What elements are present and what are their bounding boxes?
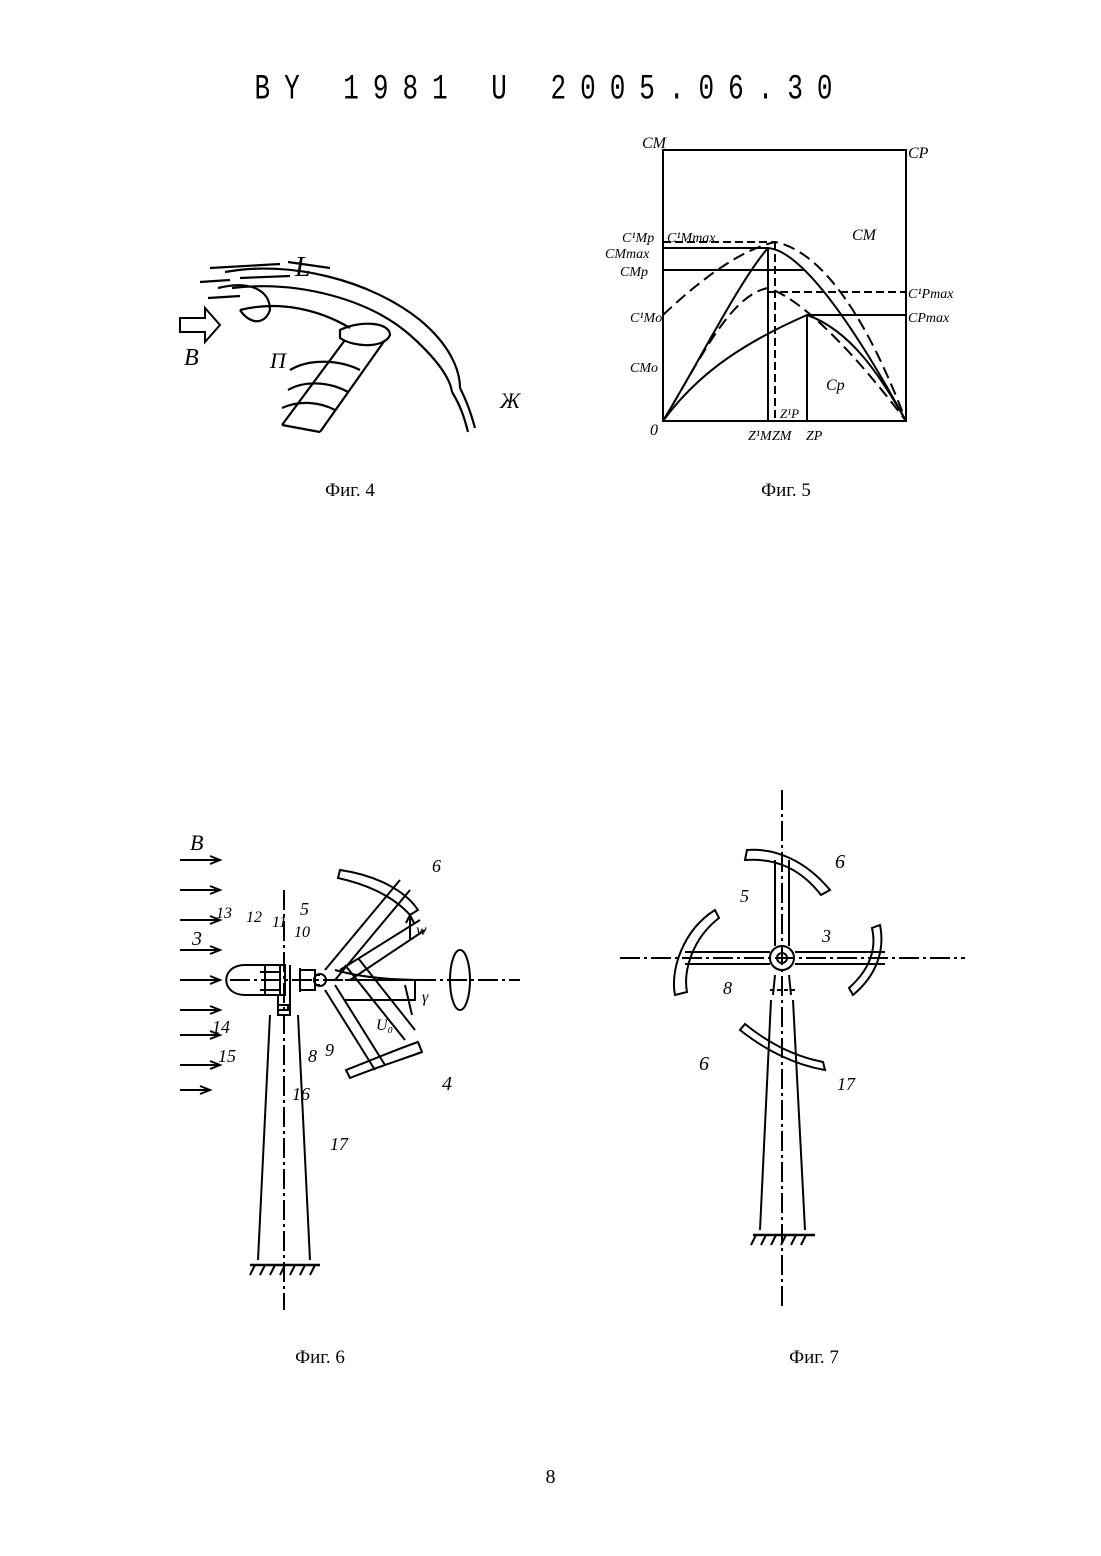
fig6-num-5: 5	[300, 899, 309, 919]
fig4-label-b: B	[184, 345, 199, 371]
fig6-label-w: w	[416, 922, 427, 939]
fig7-num-17: 17	[837, 1074, 856, 1094]
fig5-curve-label-cm: CM	[852, 227, 878, 244]
fig6-num-12: 12	[246, 909, 262, 926]
curve-cm-dashed	[663, 242, 906, 421]
fig5-label-cm1p: C¹Mp	[622, 231, 654, 246]
fig5-label-cmo: CMo	[630, 361, 658, 376]
fig6-num-15: 15	[218, 1046, 236, 1066]
figure-6-drawing: B w U₀ γ 3 4 5 6 8 9 10 11 12 13 14 15 1…	[160, 820, 540, 1320]
fig5-label-z1p: Z¹P	[780, 406, 799, 421]
figure-6-caption: Фиг. 6	[220, 1347, 420, 1369]
fig6-label-u: U₀	[376, 1017, 393, 1034]
page-number: 8	[0, 1466, 1101, 1489]
fig5-label-cmp: CMp	[620, 265, 648, 280]
fig4-label-p: П	[269, 348, 287, 373]
curve-cp-dashed	[663, 288, 906, 421]
figure-5-caption: Фиг. 5	[686, 480, 886, 502]
fig5-label-cpmax: CPmax	[908, 311, 950, 326]
fig6-num-3: 3	[191, 928, 202, 950]
fig4-label-l: L	[294, 252, 311, 283]
figure-7-drawing: 6 5 3 8 6 17	[615, 780, 975, 1320]
document-id-header: BY 1981 U 2005.06.30	[0, 69, 1101, 110]
fig5-axis-cp: CP	[908, 145, 929, 162]
fig6-num-14: 14	[212, 1017, 230, 1037]
fig5-label-z1m: Z¹M	[748, 429, 773, 444]
fig5-label-zp: ZP	[806, 429, 823, 444]
fig6-num-8: 8	[308, 1046, 317, 1066]
fig7-num-5: 5	[740, 886, 749, 906]
fig5-label-zm: ZM	[772, 429, 793, 444]
fig5-label-cm1max: C¹Mmax	[667, 231, 716, 246]
fig5-label-cm1o: C¹Mo	[630, 311, 662, 326]
fig6-num-13: 13	[216, 905, 232, 922]
fig7-num-3: 3	[821, 926, 831, 946]
fig5-label-cp1max: C¹Pmax	[908, 287, 954, 302]
curve-cm-solid	[663, 248, 906, 421]
figure-7-caption: Фиг. 7	[714, 1347, 914, 1369]
fig7-num-8: 8	[723, 978, 732, 998]
figure-5-chart: CM CP 0 C¹Mmax C¹Mp CMmax CMp C¹Mo CMo C…	[600, 130, 970, 460]
fig6-num-16: 16	[292, 1084, 310, 1104]
fig6-num-9: 9	[325, 1040, 334, 1060]
fig5-axis-cm: CM	[642, 135, 668, 152]
fig5-curve-label-cp: Cp	[826, 377, 845, 394]
fig6-label-gamma: γ	[422, 989, 429, 1006]
fig6-num-6: 6	[432, 856, 441, 876]
fig5-label-cmmax: CMmax	[605, 247, 650, 262]
fig7-num-6b: 6	[699, 1053, 709, 1075]
fig4-label-zh: Ж	[499, 388, 521, 413]
fig7-num-6a: 6	[835, 851, 845, 873]
fig6-num-4: 4	[442, 1073, 452, 1095]
figure-4-drawing: L B П Ж	[170, 240, 540, 455]
fig6-label-b: B	[190, 830, 203, 855]
fig6-num-17: 17	[330, 1134, 349, 1154]
figure-4-caption: Фиг. 4	[250, 480, 450, 502]
fig5-origin: 0	[650, 422, 658, 439]
fig6-num-11: 11	[272, 914, 287, 931]
fig6-num-10: 10	[294, 924, 310, 941]
